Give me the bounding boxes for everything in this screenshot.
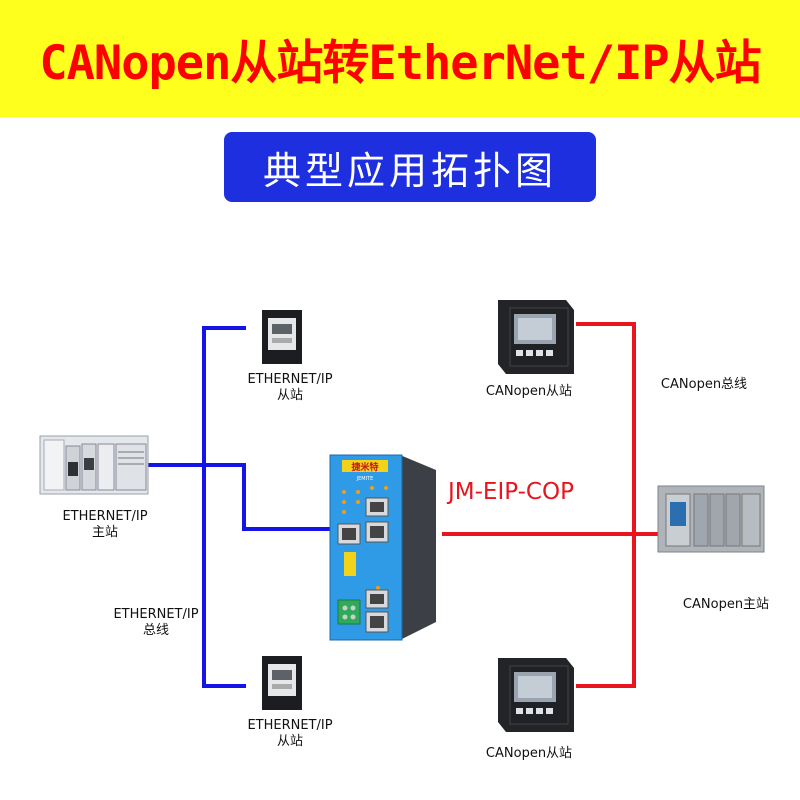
can-slave-top-label: CANopen从站 [485,384,573,399]
page-title: CANopen从站转EtherNet/IP从站 [39,36,761,91]
can-bus-label: CANopen总线 [660,377,748,392]
eip-bus-label-line2: 总线 [142,623,169,638]
eip-master-label: ETHERNET/IP 主站 [60,509,150,541]
gateway-brand: 捷米特 [351,461,378,473]
eip-slave-bottom-label: ETHERNET/IP 从站 [240,718,340,750]
can-bus-trunk [576,322,636,688]
can-master-label: CANopen主站 [682,597,770,612]
eip-gateway-link [242,463,332,531]
eip-slave-top-label-line2: 从站 [276,388,303,403]
can-master-device [657,485,765,553]
eip-slave-top-label: ETHERNET/IP 从站 [240,372,340,404]
can-slave-bottom-device [498,658,574,732]
eip-slave-top-label-line1: ETHERNET/IP [247,372,333,387]
eip-bus-label-line1: ETHERNET/IP [113,607,199,622]
canopen-bus-lines [442,322,664,688]
subtitle-box: 典型应用拓扑图 [224,132,596,202]
can-slave-top-device [498,300,574,374]
eip-bus-label: ETHERNET/IP 总线 [106,607,206,639]
eip-slave-bottom-device [262,656,302,710]
gateway-brand-en: JEMITE [356,476,374,482]
gateway-device: 捷米特 JEMITE [329,454,436,641]
gateway-model-label: JM-EIP-COP [448,479,574,505]
page-subtitle: 典型应用拓扑图 [262,148,557,193]
can-slave-bottom-label: CANopen从站 [485,746,573,761]
eip-bus-trunk [202,326,246,688]
eip-master-label-line2: 主站 [91,525,118,540]
eip-master-label-line1: ETHERNET/IP [62,509,148,524]
eip-slave-bottom-label-line1: ETHERNET/IP [247,718,333,733]
eip-slave-top-device [262,310,302,364]
ethernet-bus-lines [148,326,332,688]
title-banner: CANopen从站转EtherNet/IP从站 [0,0,800,117]
eip-slave-bottom-label-line2: 从站 [276,734,303,749]
eip-master-device [39,435,149,495]
